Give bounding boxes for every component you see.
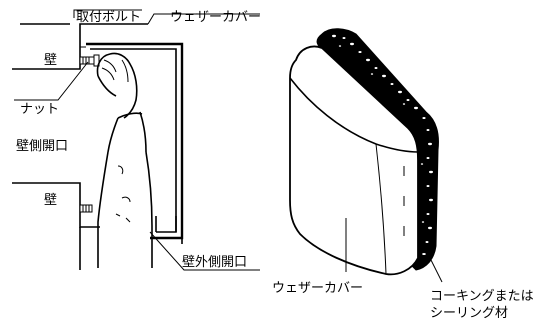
label-wall-inner-opening: 壁側開口 <box>16 139 68 154</box>
label-weather-cover-bottom: ウェザーカバー <box>272 281 363 296</box>
label-wall-lower: 壁 <box>44 193 57 208</box>
label-caulking-line2: シーリング材 <box>430 306 508 321</box>
weather-cover-body <box>289 45 419 276</box>
mounting-bolt-upper <box>79 54 100 67</box>
weather-cover-profile <box>86 42 184 244</box>
label-caulking-line1: コーキングまたは <box>430 289 534 304</box>
label-wall-outer-opening: 壁外側開口 <box>182 255 247 270</box>
upper-wall <box>12 23 148 70</box>
label-mounting-bolt: 取付ボルト <box>76 10 141 25</box>
label-wall-upper: 壁 <box>44 53 57 68</box>
installation-section-view: 取付ボルト ウェザーカバー 壁 ナット 壁側開口 壁 壁外側開口 <box>12 9 261 271</box>
worker-hand-illustration <box>96 52 153 268</box>
label-nut: ナット <box>20 102 59 117</box>
weather-cover-perspective-view: ウェザーカバー コーキングまたは シーリング材 <box>272 28 534 321</box>
leader-lines-right <box>345 218 443 283</box>
sealant-speckles <box>332 34 433 255</box>
leader-lines <box>14 9 260 271</box>
mounting-bolt-lower <box>79 204 93 213</box>
label-weather-cover-top: ウェザーカバー <box>170 10 261 25</box>
